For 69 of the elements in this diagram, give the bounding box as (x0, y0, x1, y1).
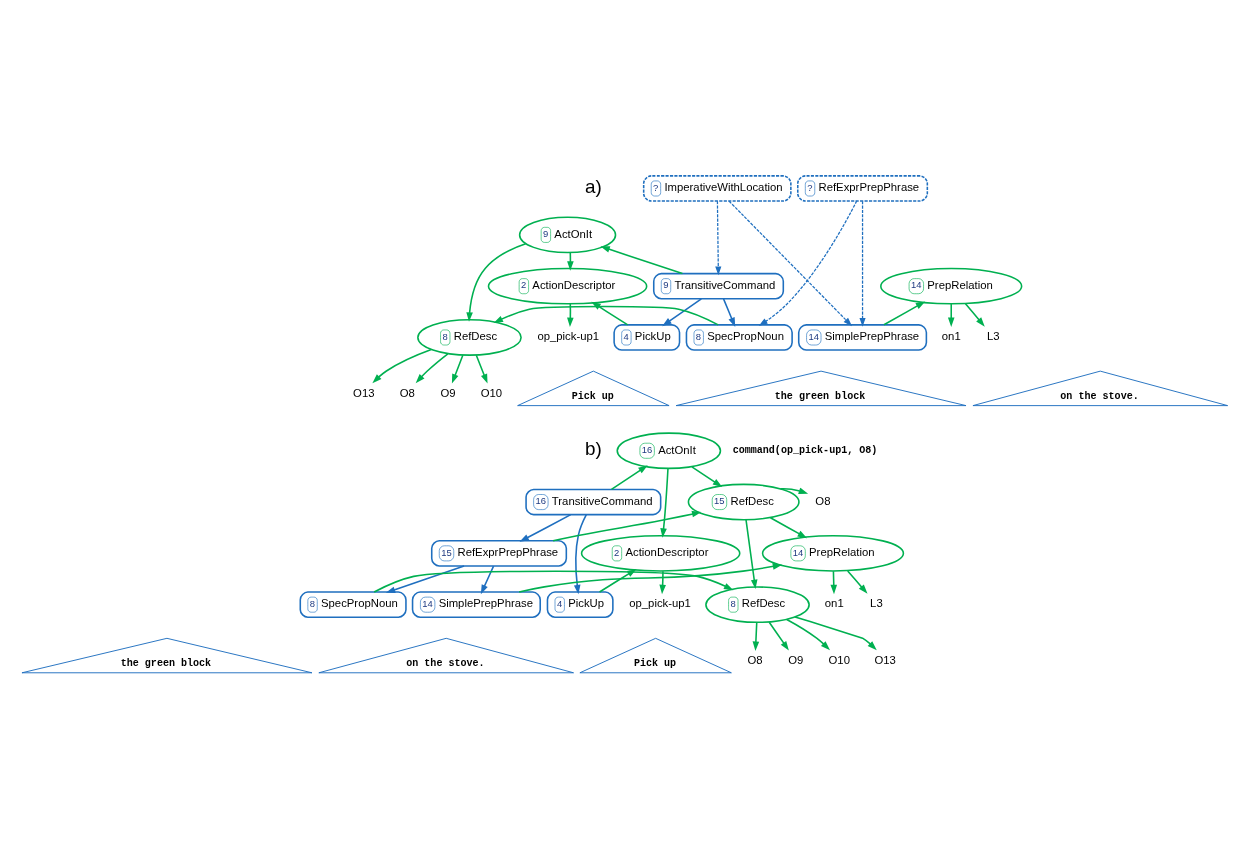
arrow (662, 297, 703, 326)
arrow (786, 618, 831, 650)
node-box: 9 TransitiveCommand (652, 272, 785, 300)
arrow (600, 245, 684, 274)
arrow (591, 301, 629, 326)
arrow (451, 354, 464, 384)
node-text: O8 (399, 386, 415, 399)
arrow (691, 465, 723, 487)
arrow (660, 467, 669, 538)
arrow (769, 516, 808, 538)
arrow (715, 200, 722, 275)
node-text: O13 (353, 386, 375, 399)
arrow (518, 562, 783, 593)
node-text: on1 (824, 596, 844, 609)
node-text: O8 (815, 494, 831, 507)
arrow (573, 513, 588, 594)
node-box: 14 SimplePrepPhrase (797, 323, 928, 351)
arrow (466, 242, 527, 322)
node-ellipse: 16 ActOnIt (616, 431, 722, 469)
arrow (779, 487, 809, 494)
node-ellipse: 2 ActionDescriptor (487, 267, 648, 305)
arrow (758, 199, 858, 326)
node-box: 8 SpecPropNoun (299, 590, 407, 618)
arrow (883, 300, 926, 326)
arrow (768, 620, 789, 651)
arrow (475, 354, 488, 384)
arrow (859, 200, 866, 327)
arrow (415, 352, 449, 383)
node-box: ? ImperativeWithLocation (642, 174, 792, 202)
node-text: O8 (747, 653, 763, 666)
node-text: L3 (870, 596, 883, 609)
node-box: ? RefExprPrepPhrase (797, 174, 929, 202)
arrow (947, 302, 955, 327)
node-ellipse: 8 RefDesc (417, 318, 522, 356)
label: a) (584, 175, 602, 197)
node-box: 8 SpecPropNoun (685, 323, 793, 351)
node-box: 4 PickUp (613, 323, 681, 351)
node-text: op_pick-up1 (629, 596, 691, 609)
node-text: O9 (788, 653, 804, 666)
node-text: O10 (828, 653, 850, 666)
node-text: O9 (440, 386, 456, 399)
arrow (519, 513, 572, 542)
node-text: on1 (941, 329, 961, 342)
node-ellipse: 8 RefDesc (705, 585, 810, 623)
arrow (752, 621, 760, 651)
node-ellipse: 14 PrepRelation (880, 267, 1023, 305)
arrow (745, 518, 758, 589)
arrow (372, 348, 433, 383)
node-text: op_pick-up1 (537, 329, 600, 342)
label: command(op_pick-up1, O8) (732, 444, 878, 456)
arrow (846, 569, 868, 594)
arrow (385, 564, 465, 593)
node-box: 14 SimplePrepPhrase (411, 590, 541, 618)
arrow (964, 302, 985, 327)
node-box: 16 TransitiveCommand (525, 488, 662, 515)
node-text: O10 (480, 386, 503, 399)
node-box: 15 RefExprPrepPhrase (430, 539, 568, 567)
arrow (722, 297, 736, 327)
node-text: L3 (987, 329, 1000, 342)
node-box: 4 PickUp (546, 590, 614, 618)
arrow (728, 200, 853, 326)
node-ellipse: 2 ActionDescriptor (580, 534, 741, 572)
arrow (552, 510, 702, 542)
arrow (794, 615, 877, 650)
arrow (480, 564, 495, 594)
arrow (610, 464, 648, 490)
label: b) (584, 437, 602, 459)
node-text: O13 (874, 653, 896, 666)
arrow (493, 305, 719, 326)
